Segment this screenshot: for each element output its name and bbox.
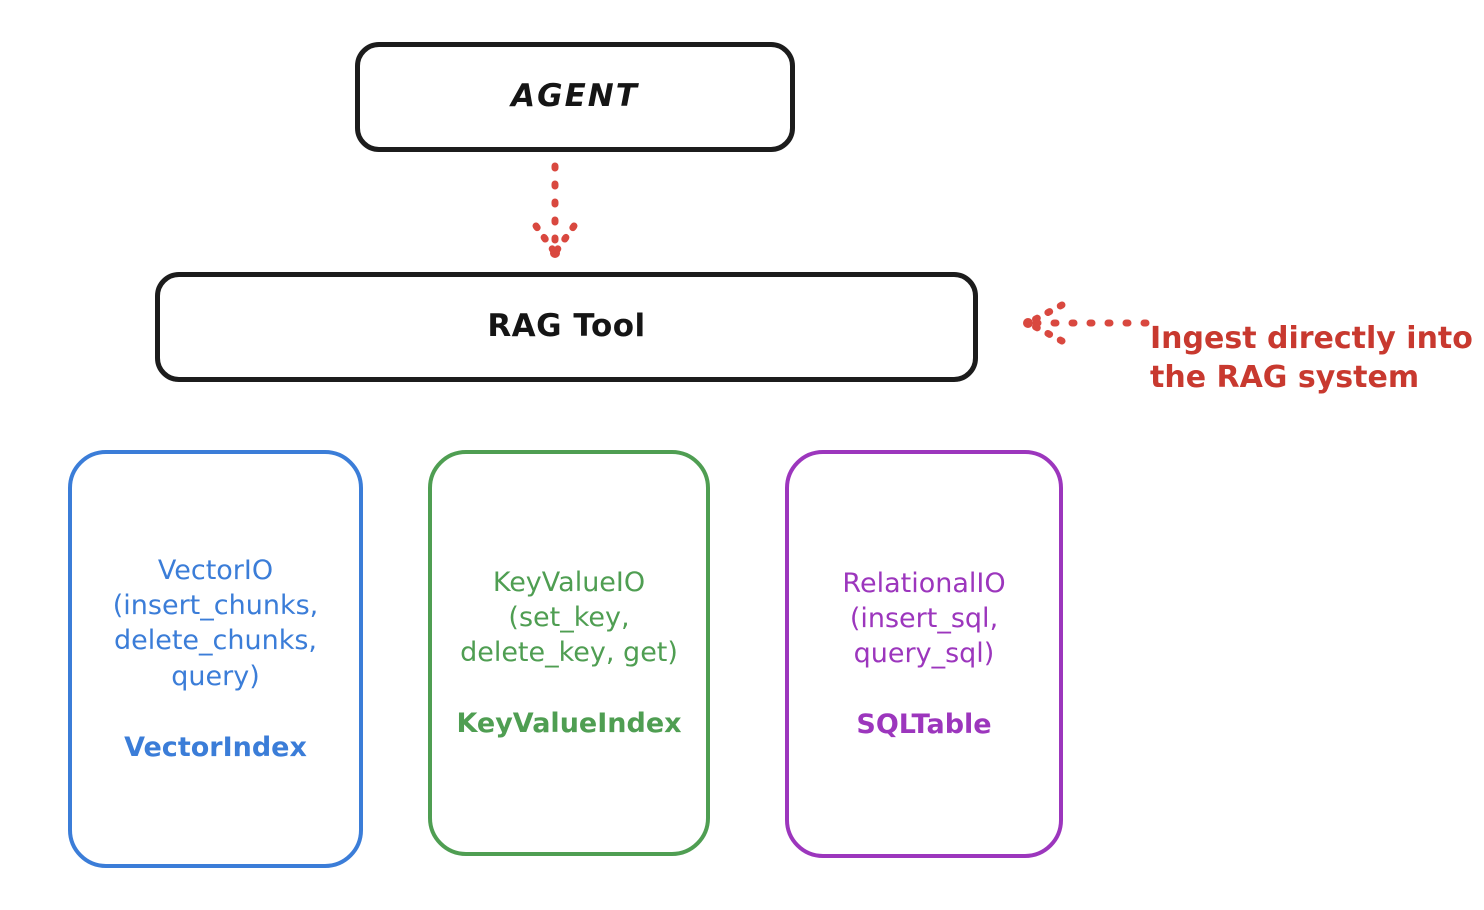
connector-agent-to-rag-tool-arrowhead (532, 222, 578, 254)
node-rag-tool-label: RAG Tool (487, 308, 646, 345)
annotation-ingest-directly: Ingest directly into the RAG system (1150, 282, 1480, 397)
annotation-ingest-directly-text: Ingest directly into the RAG system (1150, 321, 1473, 395)
node-agent[interactable]: AGENT (355, 42, 795, 152)
connector-annotation-arrowhead (1028, 301, 1066, 345)
card-vector-io[interactable]: VectorIO (insert_chunks, delete_chunks, … (68, 450, 363, 868)
card-key-value-io[interactable]: KeyValueIO (set_key, delete_key, get) Ke… (428, 450, 710, 856)
card-key-value-io-index: KeyValueIndex (456, 708, 682, 740)
card-relational-io-api: RelationalIO (insert_sql, query_sql) (842, 567, 1006, 669)
node-rag-tool[interactable]: RAG Tool (155, 272, 978, 382)
card-relational-io-index: SQLTable (856, 709, 992, 741)
connector-agent-to-rag-tool-tip (550, 248, 560, 258)
node-agent-label: AGENT (511, 78, 639, 115)
card-key-value-io-api: KeyValueIO (set_key, delete_key, get) (460, 566, 678, 668)
card-relational-io[interactable]: RelationalIO (insert_sql, query_sql) SQL… (785, 450, 1063, 858)
connector-annotation-to-rag-tool (1023, 301, 1150, 345)
connector-agent-to-rag-tool (532, 162, 578, 258)
card-vector-io-index: VectorIndex (124, 731, 307, 763)
connector-annotation-tip (1023, 318, 1033, 328)
card-vector-io-api: VectorIO (insert_chunks, delete_chunks, … (112, 555, 319, 692)
